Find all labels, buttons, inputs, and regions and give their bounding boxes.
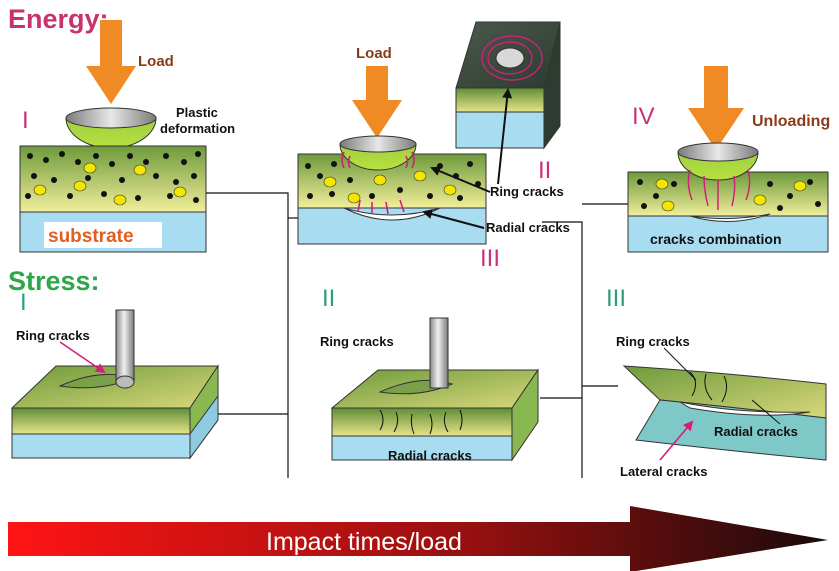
ring-cracks-label-s3: Ring cracks bbox=[616, 334, 690, 349]
connector-lines bbox=[206, 192, 628, 478]
lateral-cracks-label: Lateral cracks bbox=[620, 464, 707, 479]
coating-layer bbox=[19, 145, 207, 213]
radial-cracks-label-s2: Radial cracks bbox=[388, 448, 472, 463]
stress-panel-3: III Ring cracks Radial cracks Lateral cr… bbox=[606, 285, 827, 479]
stress-panel-2: II Ring cracks Radial cracks bbox=[320, 285, 539, 463]
energy-heading: Energy: bbox=[8, 4, 109, 34]
roman-i-stress: I bbox=[20, 289, 27, 316]
energy-panel-2: Load II Ring cr bbox=[297, 21, 570, 272]
energy-panel-1: Load Plastic deformation I substrate bbox=[19, 20, 235, 253]
roman-i-energy: I bbox=[22, 107, 29, 134]
plastic-label: Plastic bbox=[176, 105, 218, 120]
roman-ii-energy: II bbox=[538, 157, 551, 184]
load-arrow bbox=[86, 20, 136, 104]
ring-cracks-label-s1: Ring cracks bbox=[16, 328, 90, 343]
load-label-2: Load bbox=[356, 45, 392, 62]
stress-panel-1: I Ring cracks bbox=[10, 289, 219, 460]
roman-ii-stress: II bbox=[322, 285, 335, 312]
radial-cracks-label-s3: Radial cracks bbox=[714, 424, 798, 439]
energy-panel-4: Unloading IV cracks combination bbox=[627, 66, 830, 253]
deformation-label: deformation bbox=[160, 121, 235, 136]
particles bbox=[25, 151, 201, 206]
impact-axis-arrow bbox=[8, 506, 828, 571]
impact-axis-label: Impact times/load bbox=[266, 528, 462, 556]
unloading-arrow bbox=[688, 66, 744, 150]
load-arrow-2 bbox=[352, 66, 402, 138]
roman-iii-stress: III bbox=[606, 285, 626, 312]
radial-cracks-label: Radial cracks bbox=[486, 220, 570, 235]
stress-heading: Stress: bbox=[8, 266, 100, 296]
ring-cracks-label-s2: Ring cracks bbox=[320, 334, 394, 349]
roman-iv-energy: IV bbox=[632, 103, 655, 130]
ring-cracks-label: Ring cracks bbox=[490, 184, 564, 199]
roman-iii-energy: III bbox=[480, 245, 500, 272]
load-label: Load bbox=[138, 53, 174, 70]
unloading-label: Unloading bbox=[752, 113, 830, 130]
substrate-label: substrate bbox=[48, 226, 134, 247]
cracks-combination-label: cracks combination bbox=[650, 231, 782, 247]
